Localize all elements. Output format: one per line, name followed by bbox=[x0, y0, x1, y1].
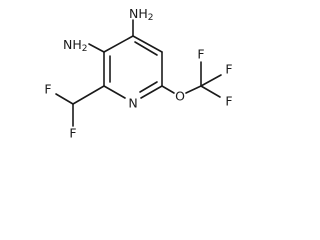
fluorine-label-trifluoro-c: F bbox=[225, 94, 232, 109]
chemical-structure: NH2 NH2 N O F F F F F bbox=[44, 6, 232, 141]
bond-chf2-f-left bbox=[55, 93, 74, 105]
bond-c3-nh2 bbox=[88, 43, 105, 53]
bond-n1-c2 bbox=[103, 85, 126, 99]
fluorine-label-trifluoro-a: F bbox=[197, 47, 204, 62]
fluorine-label-difluoro-a: F bbox=[44, 82, 51, 97]
ring-nitrogen-label: N bbox=[128, 96, 137, 111]
amine-label-top: NH2 bbox=[129, 6, 154, 23]
bond-c3-c4 bbox=[103, 35, 134, 53]
bond-cf3-f-right bbox=[200, 74, 222, 87]
bond-o-cf3 bbox=[185, 85, 202, 94]
bond-c2-chf2 bbox=[72, 85, 105, 105]
ether-oxygen-label: O bbox=[175, 89, 185, 104]
bond-c6-n1-inner bbox=[139, 81, 158, 93]
fluorine-label-difluoro-b: F bbox=[69, 126, 76, 141]
amine-label-left: NH2 bbox=[63, 37, 88, 54]
bond-c6-n1 bbox=[140, 85, 163, 99]
bond-c4-c5 bbox=[132, 35, 163, 53]
bond-c6-o bbox=[161, 85, 175, 94]
bond-cf3-f-down bbox=[200, 85, 221, 98]
bond-c4-c5-inner bbox=[134, 41, 158, 56]
fluorine-label-trifluoro-b: F bbox=[225, 62, 232, 77]
